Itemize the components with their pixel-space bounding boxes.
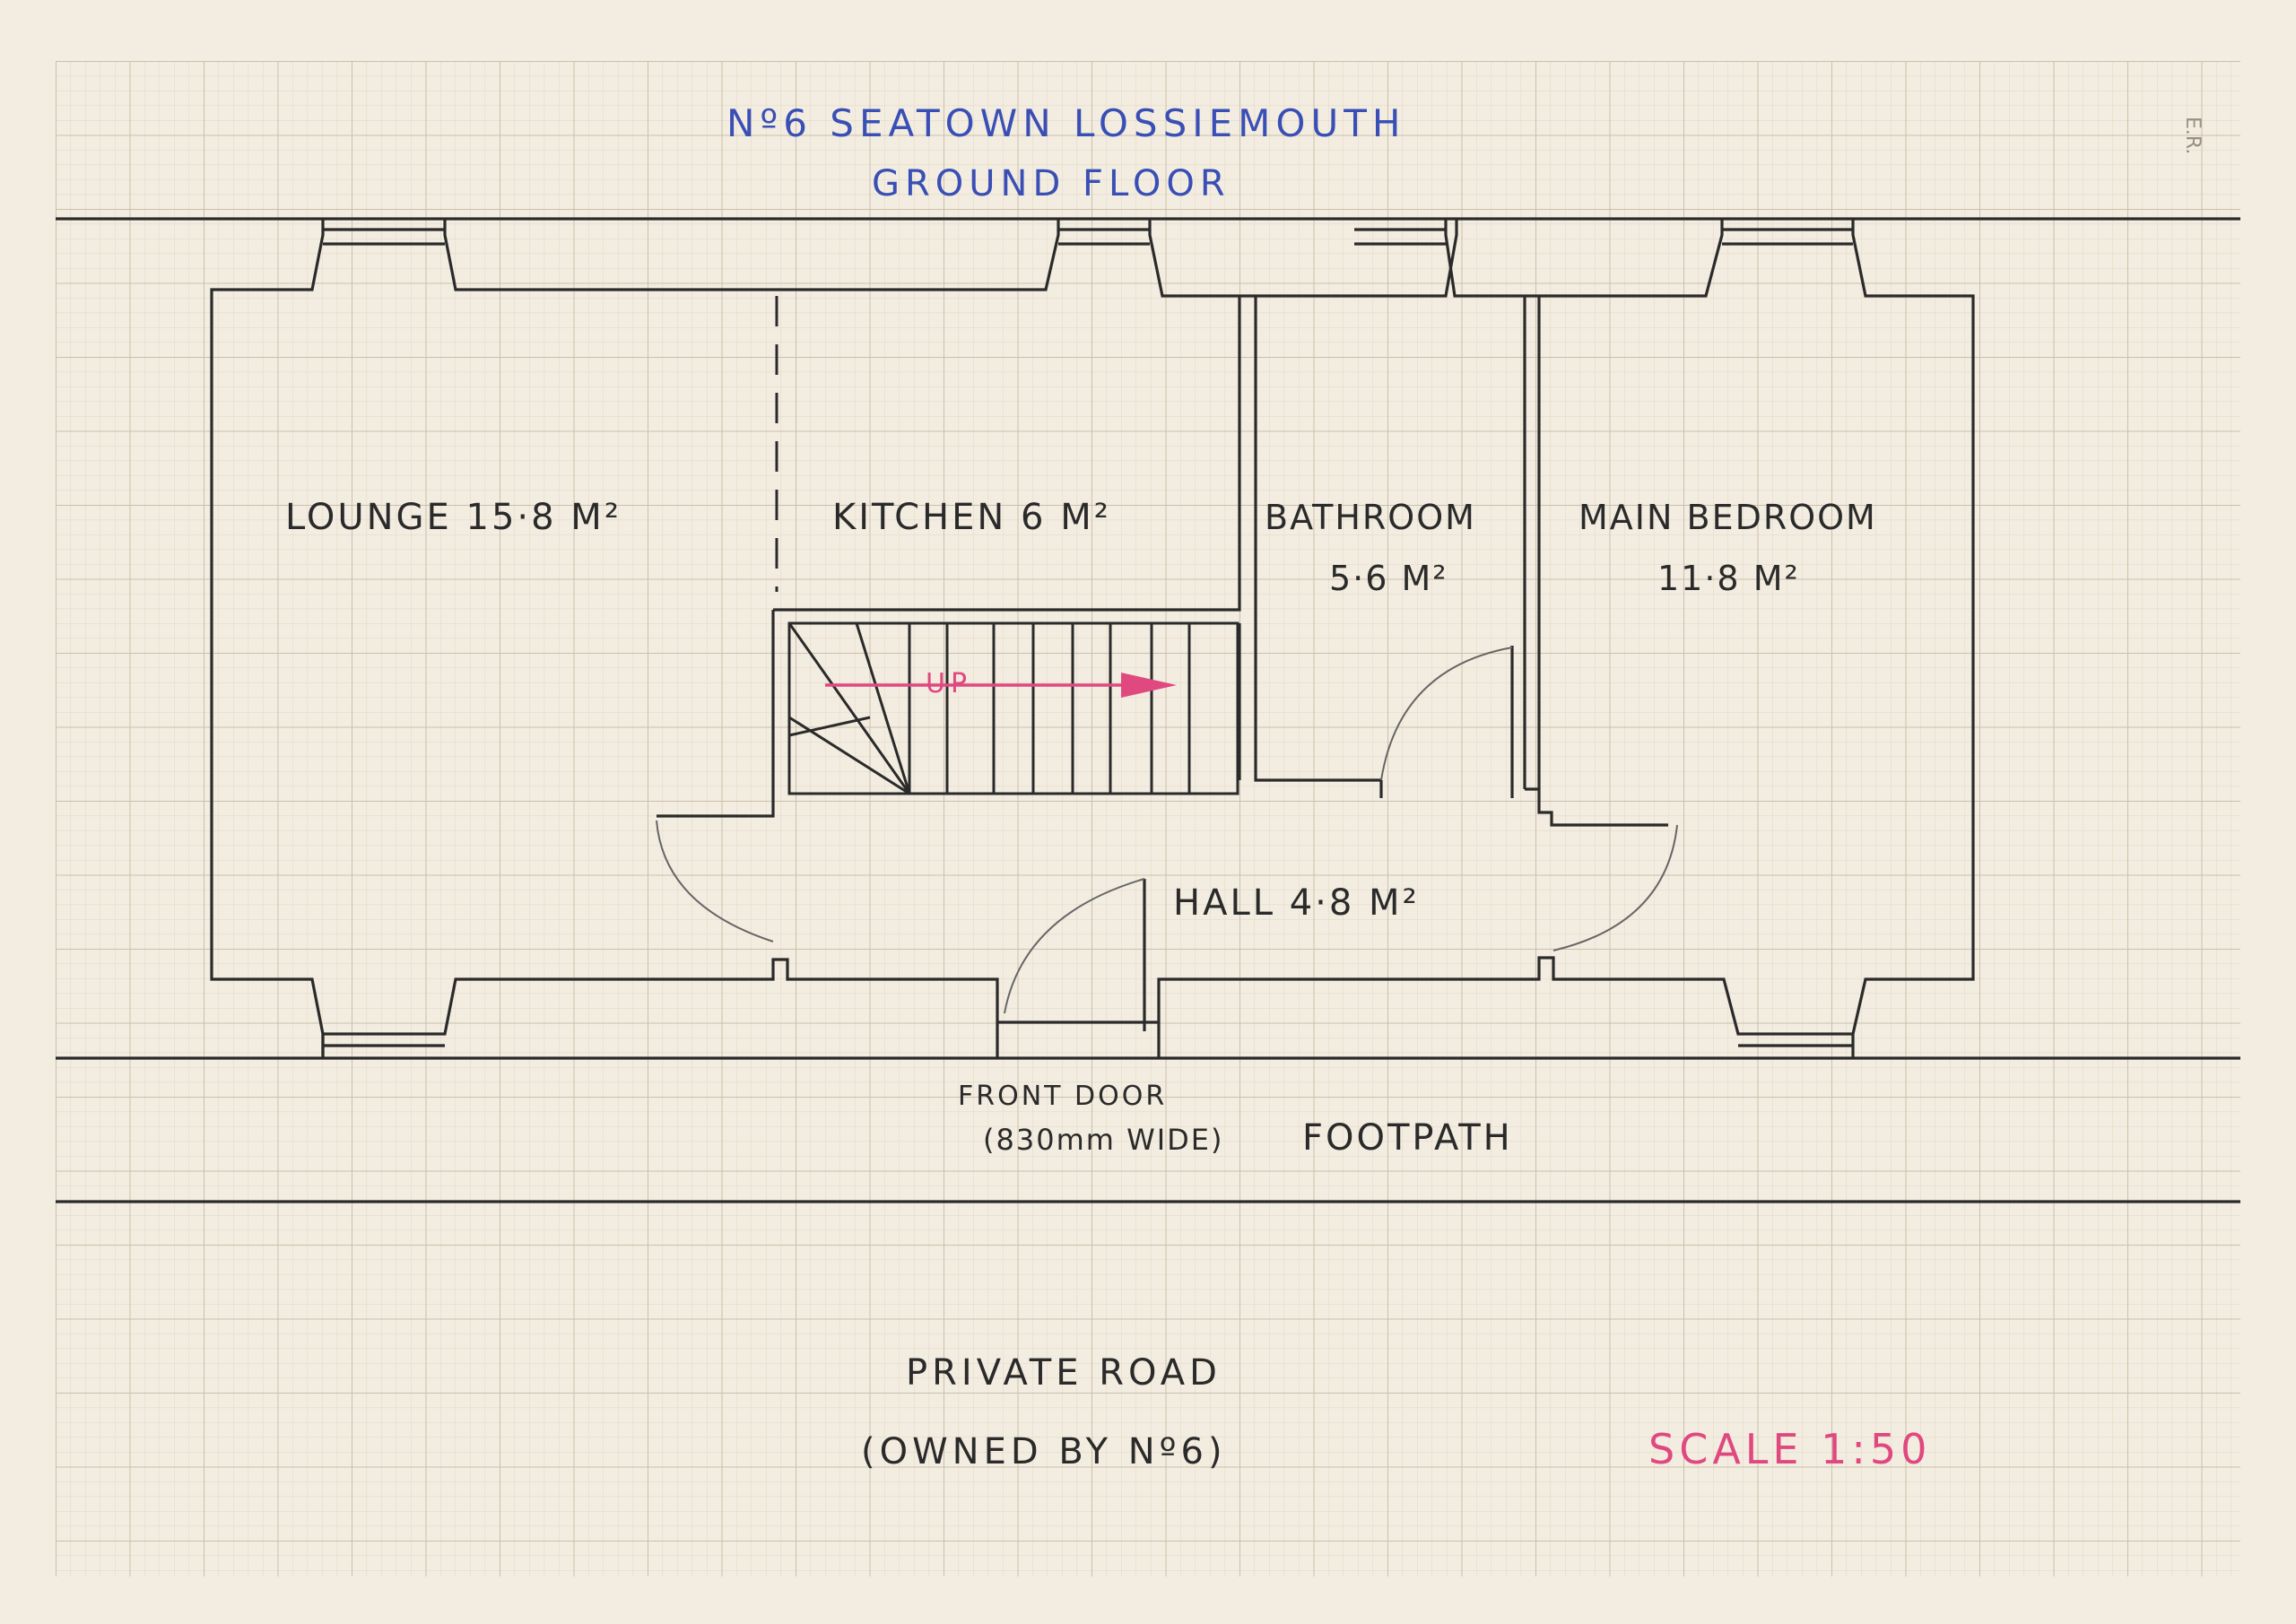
front-wall-hall-bedroom	[1157, 956, 1853, 1058]
staircase	[787, 621, 1239, 795]
stair-up-label: UP	[926, 668, 972, 699]
front-wall-lounge	[321, 958, 999, 1058]
room-area-bedroom: 11·8 M²	[1657, 559, 1800, 598]
winder-diagonal	[787, 622, 911, 795]
stair-arrow-head	[1121, 673, 1177, 698]
bathroom-door-swing	[1380, 647, 1513, 781]
stair-outline	[787, 621, 1239, 795]
bedroom-door-swing	[1552, 824, 1678, 951]
bedroom-hall-wall	[1525, 787, 1668, 827]
left-wall-top	[210, 219, 325, 1058]
room-label-kitchen: KITCHEN 6 M²	[832, 497, 1111, 538]
front-door-swing	[1004, 878, 1145, 1014]
front-door-width: (830mm WIDE)	[983, 1123, 1224, 1157]
private-road-label: PRIVATE ROAD	[906, 1352, 1222, 1394]
rear-wall-lounge-kitchen	[443, 219, 1060, 291]
room-label-hall: HALL 4·8 M²	[1173, 882, 1420, 924]
hall-lounge-wall	[657, 807, 775, 818]
lounge-door-swing	[656, 820, 774, 942]
bathroom-wall-outer	[1254, 296, 1381, 782]
initials: E.R.	[2181, 117, 2204, 154]
footpath-label: FOOTPATH	[1302, 1117, 1513, 1159]
rear-wall-bathroom	[1148, 219, 1458, 298]
kitchen-bathroom-wall	[773, 296, 1241, 612]
room-label-bedroom: MAIN BEDROOM	[1578, 498, 1877, 537]
scale-label: SCALE 1:50	[1648, 1425, 1931, 1473]
plan-title: Nº6 SEATOWN LOSSIEMOUTH	[726, 101, 1405, 145]
private-road-ownership: (OWNED BY Nº6)	[861, 1431, 1227, 1472]
plan-subtitle: GROUND FLOOR	[872, 163, 1231, 204]
room-label-bathroom: BATHROOM	[1265, 498, 1476, 537]
rear-wall-bedroom-left	[1444, 219, 1724, 298]
walls	[56, 217, 2240, 1203]
room-label-lounge: LOUNGE 15·8 M²	[285, 497, 622, 538]
room-area-bathroom: 5·6 M²	[1329, 559, 1448, 598]
front-door-label: FRONT DOOR	[958, 1081, 1167, 1112]
right-wall	[1851, 219, 1975, 1058]
door-swings	[656, 647, 1678, 1014]
graph-grid-major	[56, 61, 2240, 1576]
